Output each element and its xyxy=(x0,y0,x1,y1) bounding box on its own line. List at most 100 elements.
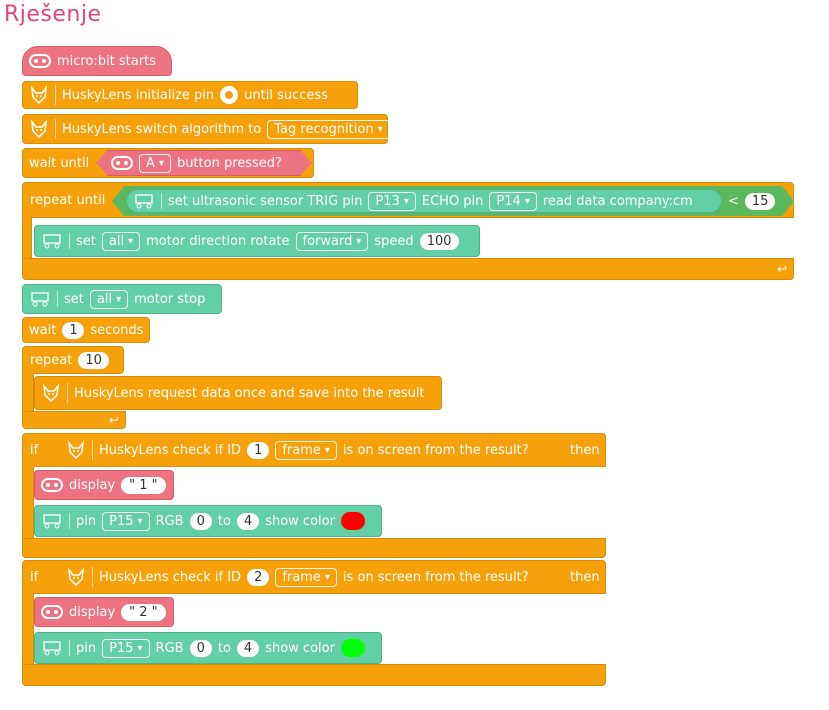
set-label: set xyxy=(64,291,84,307)
check-id-label: HuskyLens check if ID xyxy=(99,569,242,585)
ultrasonic-reporter[interactable]: set ultrasonic sensor TRIG pin P13 ECHO … xyxy=(126,189,722,213)
if-block-2-footer xyxy=(22,664,606,686)
robot-car-icon xyxy=(41,233,70,249)
display-label: display xyxy=(69,604,116,620)
direction-dropdown[interactable]: forward xyxy=(295,231,369,251)
echo-pin-dropdown[interactable]: P14 xyxy=(489,192,536,211)
repeat-until-spine xyxy=(22,217,32,261)
show-color-label: show color xyxy=(265,513,335,529)
motor-stop-block[interactable]: set all motor stop xyxy=(22,284,222,314)
motor-dropdown[interactable]: all xyxy=(101,231,141,251)
repeat-spine xyxy=(22,373,34,413)
huskylens-icon xyxy=(66,440,93,460)
huskylens-icon xyxy=(41,383,68,403)
pin-label: pin xyxy=(76,513,97,529)
stop-label: motor stop xyxy=(134,291,206,307)
microbit-icon xyxy=(29,54,51,68)
robot-car-icon xyxy=(29,291,58,307)
then-label-wrap: then xyxy=(564,564,606,590)
color-swatch-red[interactable] xyxy=(340,512,365,530)
speed-input[interactable]: 100 xyxy=(419,232,459,250)
then-label: then xyxy=(570,442,600,458)
robot-car-icon xyxy=(133,193,162,209)
trig-pin-dropdown[interactable]: P13 xyxy=(368,192,415,211)
repeat-label-wrap: repeat 10 xyxy=(24,347,124,373)
request-label: HuskyLens request data once and save int… xyxy=(74,385,425,401)
to-label: to xyxy=(217,640,231,656)
if-label: if xyxy=(30,442,39,458)
microbit-icon xyxy=(41,478,63,492)
if-block-1-spine xyxy=(22,466,34,538)
pin-color-block-1[interactable]: pin P15 RGB 0 to 4 show color xyxy=(34,505,382,537)
rgb-to-input[interactable]: 4 xyxy=(236,639,260,657)
display-block-2[interactable]: display " 2 " xyxy=(34,597,174,627)
on-screen-label: is on screen from the result? xyxy=(342,442,529,458)
pin-dropdown[interactable]: P15 xyxy=(102,638,150,658)
frame-dropdown[interactable]: frame xyxy=(275,568,337,587)
wait-block[interactable]: wait 1 seconds xyxy=(22,317,150,343)
huskylens-icon xyxy=(29,85,56,105)
if-label-wrap: if xyxy=(24,437,54,463)
check-id-label: HuskyLens check if ID xyxy=(99,442,242,458)
huskylens-icon xyxy=(66,567,93,587)
id-on-screen-condition[interactable]: HuskyLens check if ID 1 frame is on scre… xyxy=(52,436,564,464)
start-label: micro:bit starts xyxy=(57,53,156,69)
button-pressed-condition[interactable]: A button pressed? xyxy=(96,150,312,176)
rgb-from-input[interactable]: 0 xyxy=(189,512,212,530)
rgb-from-input[interactable]: 0 xyxy=(189,639,212,657)
pin-label: pin xyxy=(76,640,97,656)
show-color-label: show color xyxy=(265,640,335,656)
compare-condition[interactable]: set ultrasonic sensor TRIG pin P13 ECHO … xyxy=(112,186,794,216)
then-label-wrap: then xyxy=(564,437,606,463)
huskylens-switch-block[interactable]: HuskyLens switch algorithm to Tag recogn… xyxy=(22,114,390,144)
if-label-wrap: if xyxy=(24,564,54,590)
display-label: display xyxy=(69,477,116,493)
robot-car-icon xyxy=(41,513,70,529)
loop-arrow-icon: ↩ xyxy=(108,413,119,427)
pin-dropdown[interactable]: P15 xyxy=(102,511,150,531)
wait-until-label: wait until xyxy=(29,155,90,171)
on-screen-label: is on screen from the result? xyxy=(342,569,529,585)
repeat-until-label: repeat until xyxy=(30,192,106,208)
algorithm-dropdown[interactable]: Tag recognition xyxy=(267,119,390,139)
echo-label: ECHO pin xyxy=(421,193,484,209)
repeat-label: repeat xyxy=(30,352,73,368)
to-label: to xyxy=(217,513,231,529)
id-input[interactable]: 1 xyxy=(247,442,269,459)
rgb-label: RGB xyxy=(155,640,184,656)
color-swatch-green[interactable] xyxy=(340,639,365,657)
pin-color-block-2[interactable]: pin P15 RGB 0 to 4 show color xyxy=(34,632,382,664)
motor-rotate-block[interactable]: set all motor direction rotate forward s… xyxy=(34,225,480,257)
if-label: if xyxy=(30,569,39,585)
motor-dropdown[interactable]: all xyxy=(89,289,129,309)
id-input[interactable]: 2 xyxy=(247,569,269,586)
display-text-input[interactable]: " 2 " xyxy=(121,603,166,621)
huskylens-init-block[interactable]: HuskyLens initialize pin until success xyxy=(22,81,358,109)
then-label: then xyxy=(570,569,600,585)
gear-icon[interactable] xyxy=(220,86,239,104)
repeat-count-input[interactable]: 10 xyxy=(78,351,109,369)
huskylens-request-block[interactable]: HuskyLens request data once and save int… xyxy=(34,376,442,410)
id-on-screen-condition[interactable]: HuskyLens check if ID 2 frame is on scre… xyxy=(52,563,564,591)
loop-arrow-icon: ↩ xyxy=(776,262,787,276)
robot-car-icon xyxy=(41,640,70,656)
microbit-starts-block[interactable]: micro:bit starts xyxy=(22,46,172,76)
frame-dropdown[interactable]: frame xyxy=(275,441,337,460)
rgb-to-input[interactable]: 4 xyxy=(236,512,260,530)
microbit-icon xyxy=(111,156,133,170)
init-suffix: until success xyxy=(244,87,328,103)
distance-threshold-input[interactable]: 15 xyxy=(745,193,776,210)
display-text-input[interactable]: " 1 " xyxy=(121,476,166,494)
microbit-icon xyxy=(41,605,63,619)
display-block-1[interactable]: display " 1 " xyxy=(34,470,174,500)
rotate-label: motor direction rotate xyxy=(146,233,290,249)
set-label: set xyxy=(76,233,96,249)
wait-seconds-input[interactable]: 1 xyxy=(62,321,85,339)
huskylens-icon xyxy=(29,119,56,139)
if-block-1-footer xyxy=(22,538,606,558)
seconds-label: seconds xyxy=(90,322,144,338)
button-dropdown[interactable]: A xyxy=(139,154,171,173)
button-pressed-label: button pressed? xyxy=(176,155,282,171)
speed-label: speed xyxy=(374,233,414,249)
wait-label: wait xyxy=(29,322,57,338)
